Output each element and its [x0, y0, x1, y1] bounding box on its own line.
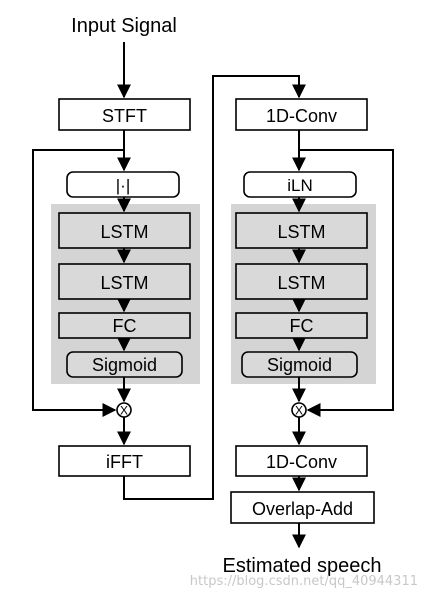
- magnitude-label: |·|: [116, 176, 131, 195]
- left-lstm-2-block: [58, 263, 191, 300]
- conv-out-block: [235, 445, 368, 477]
- right-connectors: [292, 130, 394, 549]
- conv-out-label: 1D-Conv: [266, 452, 337, 472]
- stft-label: STFT: [102, 106, 147, 126]
- conv-in-block: [235, 98, 368, 131]
- overlap-add-block: [230, 491, 375, 524]
- right-lstm-1-block: [235, 212, 368, 249]
- right-fc-block: [235, 312, 368, 339]
- right-multiply-label: X: [295, 404, 303, 418]
- left-sigmoid-label: Sigmoid: [92, 355, 157, 375]
- left-lstm-1-label: LSTM: [100, 222, 148, 242]
- right-lstm-2-block: [235, 263, 368, 300]
- right-sigmoid-label: Sigmoid: [267, 355, 332, 375]
- watermark-text: https://blog.csdn.net/qq_40944311: [190, 574, 418, 589]
- left-lstm-2-label: LSTM: [100, 273, 148, 293]
- left-connectors: [32, 42, 306, 500]
- right-fc-label: FC: [290, 316, 314, 336]
- left-fc-label: FC: [113, 316, 137, 336]
- iln-label: iLN: [287, 176, 313, 195]
- estimated-speech-label: Estimated speech: [223, 555, 382, 577]
- left-lstm-1-block: [58, 212, 191, 249]
- overlap-add-label: Overlap-Add: [252, 499, 353, 519]
- right-lstm-1-label: LSTM: [277, 222, 325, 242]
- conv-in-label: 1D-Conv: [266, 106, 337, 126]
- right-lstm-2-label: LSTM: [277, 273, 325, 293]
- left-multiply-label: X: [120, 404, 128, 418]
- stft-block: [58, 98, 191, 131]
- input-signal-label: Input Signal: [71, 15, 177, 37]
- ifft-label: iFFT: [106, 452, 143, 472]
